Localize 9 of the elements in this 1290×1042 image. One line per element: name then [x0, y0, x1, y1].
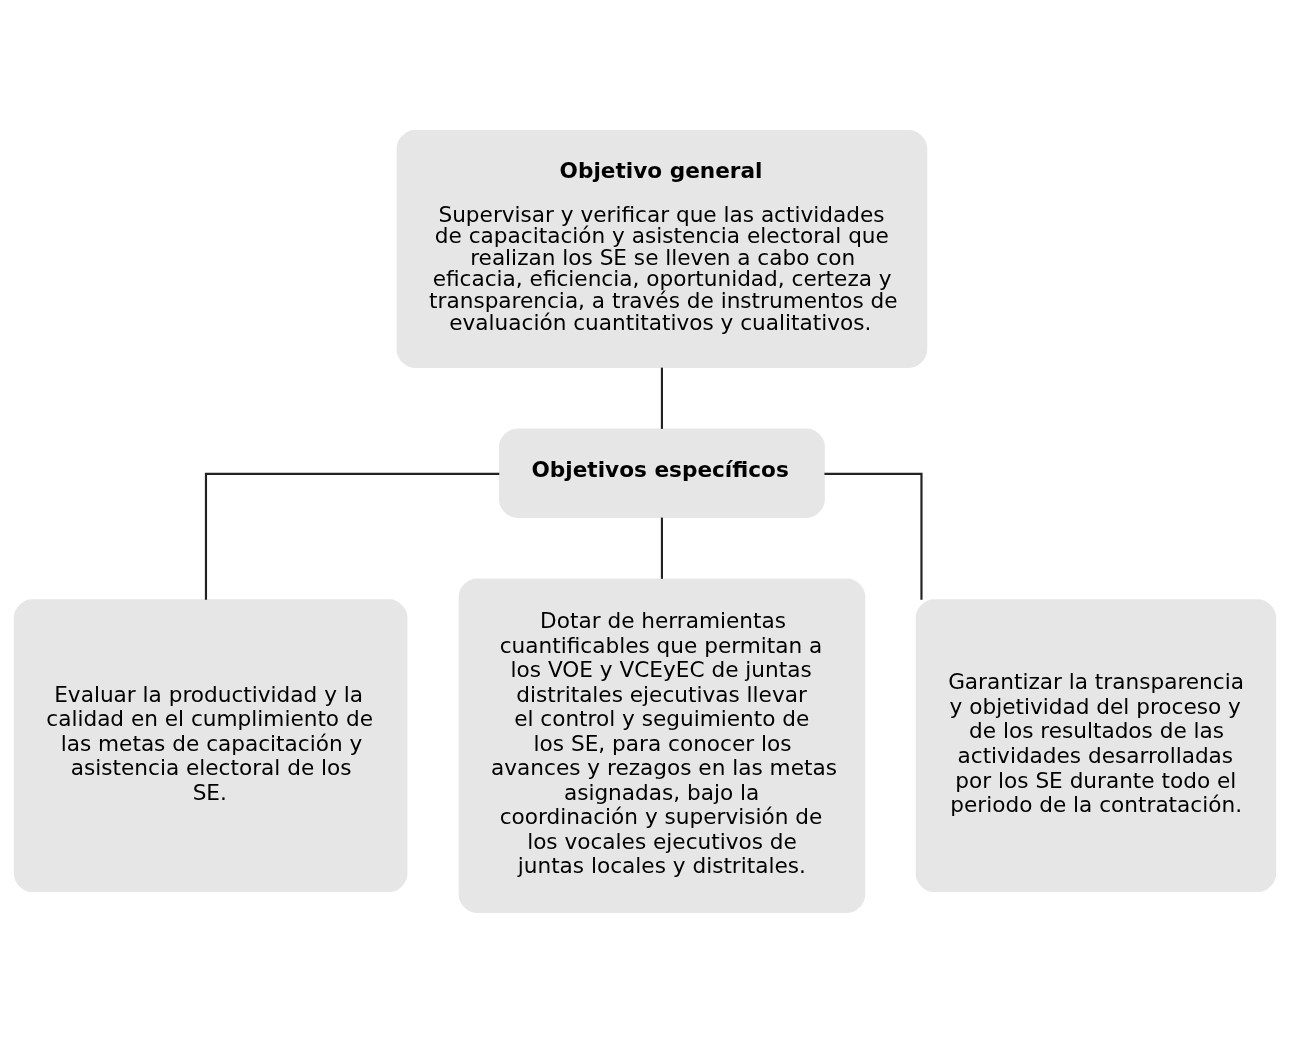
node-box: Dotar de herramientas cuantificables que permitan a los VOE y VCEyEC de juntas distritales ejecutivas llevar el control y seguimiento de los SE, para conocer los avances y rezagos en las metas asignadas, bajo la coordinación y supervisión de los vocales ejecutivos de juntas locales y distritales. — [458, 577, 866, 913]
connector — [660, 367, 664, 429]
connector — [204, 472, 500, 600]
node-box: Evaluar la productividad y la calidad en el cumplimiento de las metas de capacitación y asistencia electoral de los SE. — [13, 598, 408, 892]
node-box: Objetivo general Supervisar y verificar que las actividades de capacitación y asistencia electoral que realizan los SE se lleven a cabo con eficacia, eficiencia, oportunidad, certeza y transparencia, a través de instrumentos de evaluación cuantitativos y cualitativos. — [396, 129, 928, 368]
connector — [824, 472, 923, 600]
connector — [660, 517, 664, 579]
node-box: Garantizar la transparencia y objetividad del proceso y de los resultados de las actividades desarrolladas por los SE durante todo el periodo de la contratación. — [915, 598, 1277, 892]
node-box: Objetivos específicos — [499, 428, 825, 518]
